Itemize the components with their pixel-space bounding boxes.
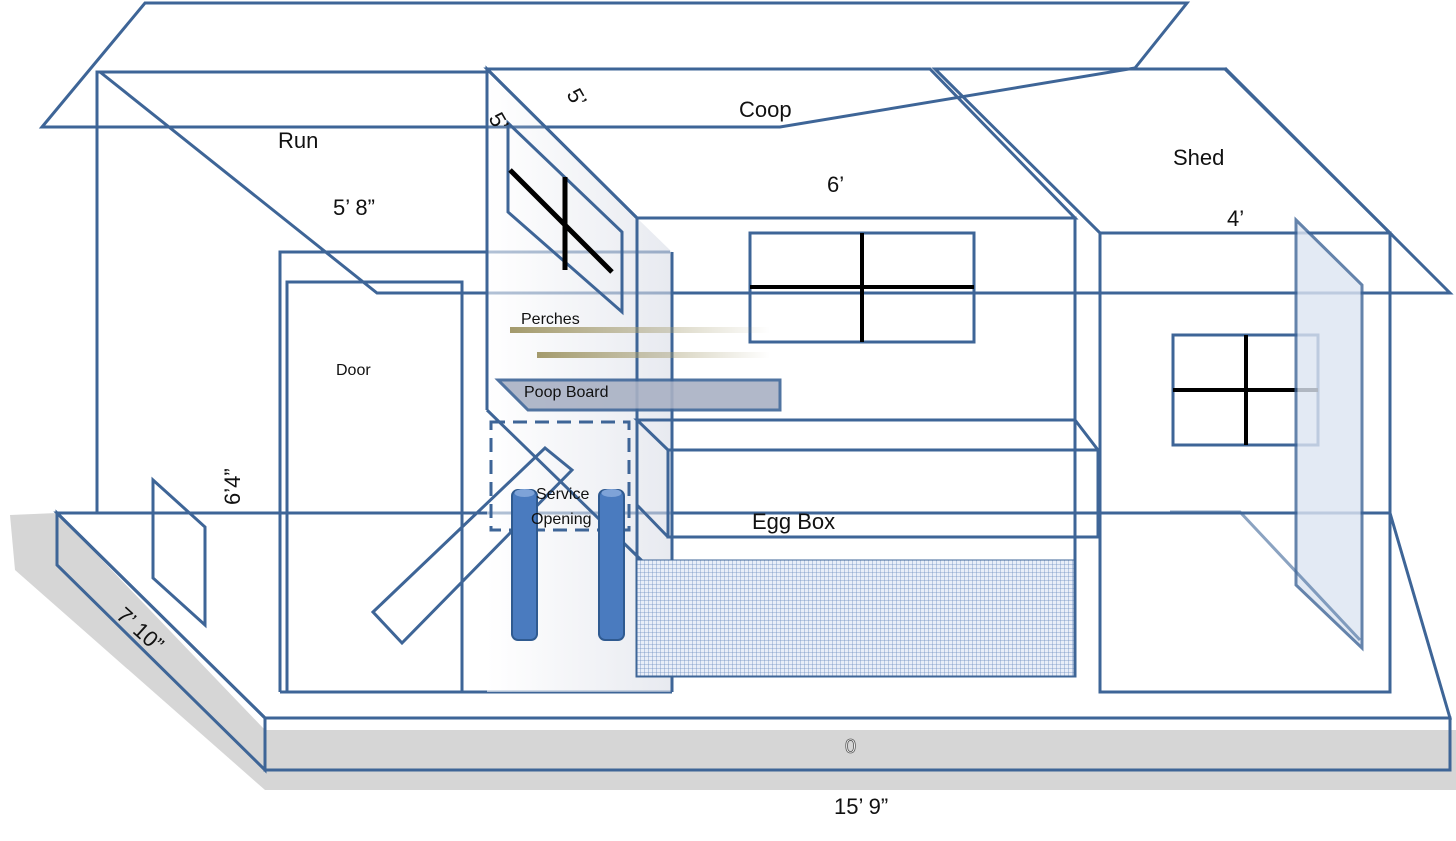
label-service: Service xyxy=(536,486,589,503)
ramp xyxy=(370,446,575,646)
dim-shed-width: 4’ xyxy=(1227,206,1244,231)
dim-total-length: 15’ 9” xyxy=(834,794,888,819)
run-frame xyxy=(95,70,672,694)
side-window xyxy=(506,119,624,316)
coop-mesh xyxy=(636,559,1076,677)
base-marker: 0 xyxy=(845,736,856,758)
run-mesh-panel xyxy=(151,476,207,629)
label-opening: Opening xyxy=(531,511,592,528)
shed-side-door xyxy=(1294,216,1364,652)
dim-coop-width: 6’ xyxy=(827,172,844,197)
label-poop-board: Poop Board xyxy=(524,384,609,401)
label-door: Door xyxy=(336,362,371,379)
dim-run-depth: 5’ 8” xyxy=(333,195,375,220)
egg-box-top xyxy=(633,418,1102,452)
label-shed: Shed xyxy=(1173,145,1224,170)
label-run: Run xyxy=(278,128,318,153)
door-label-box xyxy=(311,356,401,382)
egg-box-front xyxy=(666,448,1100,539)
base-front xyxy=(263,716,1452,772)
dim-run-height: 6’4” xyxy=(220,468,245,505)
shed-front xyxy=(1098,231,1392,694)
base-shadow xyxy=(10,513,1456,790)
poop-board xyxy=(494,378,782,412)
label-coop: Coop xyxy=(739,97,792,122)
label-egg-box: Egg Box xyxy=(752,509,835,534)
perch-1 xyxy=(510,327,770,333)
service-opening xyxy=(489,420,631,532)
shed-roof-top xyxy=(931,67,1394,235)
label-perches: Perches xyxy=(521,311,580,328)
support-post-1 xyxy=(511,489,538,641)
support-post-2 xyxy=(598,489,625,641)
roof xyxy=(38,1,1191,129)
dim-coop-depth-b: 5’ xyxy=(562,84,592,111)
perch-2 xyxy=(537,352,770,358)
coop-window xyxy=(748,231,976,344)
